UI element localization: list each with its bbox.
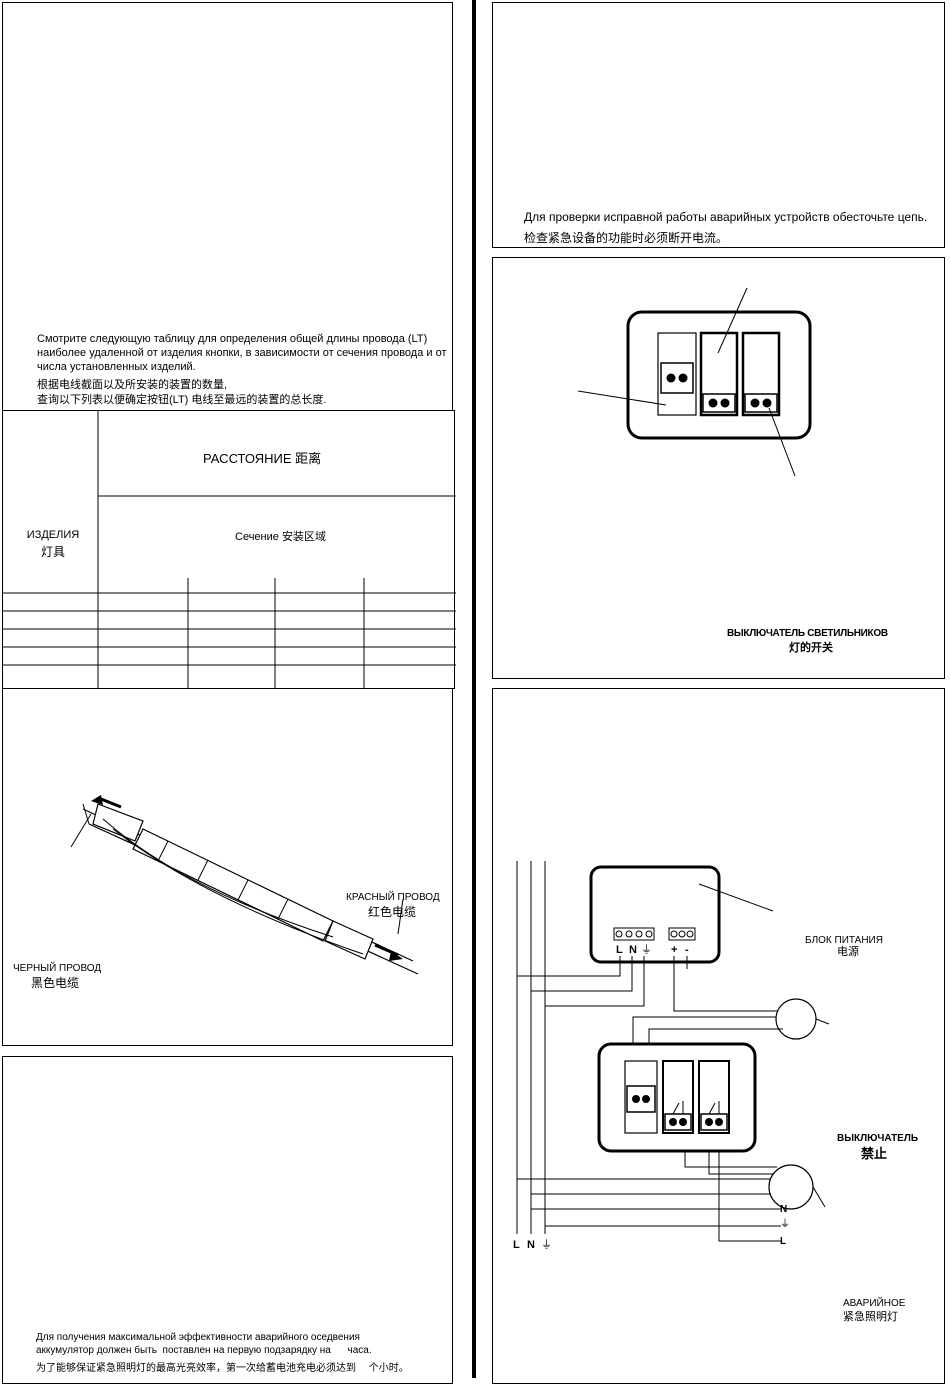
lamp-tube-illustration bbox=[70, 795, 419, 975]
wiring-illustration-panel: КРАСНЫЙ ПРОВОД 红色电缆 ЧЕРНЫЙ ПРОВОД 黑色电缆 bbox=[2, 688, 453, 1046]
switch-panel: ВЫКЛЮЧАТЕЛЬ СВЕТИЛЬНИКОВ 灯的开关 bbox=[492, 257, 945, 679]
term-l: L bbox=[616, 944, 623, 956]
wire-length-ru-3: числа установленных изделий. bbox=[37, 361, 196, 373]
black-wire-label-ru: ЧЕРНЫЙ ПРОВОД bbox=[13, 963, 102, 974]
term-minus: - bbox=[685, 944, 689, 956]
wire-length-ru-2: наиболее удаленной от изделия кнопки, в … bbox=[37, 347, 447, 359]
bus-gnd: ⏚ bbox=[780, 1219, 790, 1230]
column-divider bbox=[472, 0, 476, 1378]
switch-plate-diagram bbox=[577, 287, 812, 477]
switch-label-zh: 灯的开关 bbox=[789, 642, 833, 654]
term-plus: + bbox=[671, 944, 678, 956]
charging-ru-1: Для получения максимальной эффективности… bbox=[36, 1332, 360, 1343]
section-header: Сечение 安装区域 bbox=[235, 531, 326, 543]
test-ru: Для проверки исправной работы аварийных … bbox=[524, 210, 928, 224]
term-n: N bbox=[629, 944, 637, 956]
distance-header: РАССТОЯНИЕ 距离 bbox=[203, 451, 322, 466]
wire-length-zh-1: 根据电线截面以及所安装的装置的数量, bbox=[37, 379, 228, 391]
charging-panel: Для получения максимальной эффективности… bbox=[2, 1056, 453, 1384]
test-panel: Для проверки исправной работы аварийных … bbox=[492, 2, 945, 248]
black-wire-label-zh: 黑色电缆 bbox=[31, 976, 80, 990]
table-grid-lines bbox=[3, 411, 456, 690]
test-zh: 检查紧急设备的功能时必须断开电流。 bbox=[524, 231, 729, 245]
charging-zh-1: 为了能够保证紧急照明灯的最高光亮效率，第一次给蓄电池充电必须达到 个小时。 bbox=[36, 1363, 409, 1374]
wire-length-zh-2: 查询以下列表以便确定按钮(LT) 电线至最远的装置的总长度. bbox=[37, 394, 327, 406]
switch-label-ru: ВЫКЛЮЧАТЕЛЬ bbox=[837, 1133, 919, 1144]
term-gnd: ⏚ bbox=[641, 944, 652, 956]
products-header-zh: 灯具 bbox=[40, 545, 65, 559]
emergency-label-ru: АВАРИЙНОЕ bbox=[843, 1298, 906, 1309]
schematic-panel: L N ⏚ + - БЛОК ПИТАНИЯ 电源 ВЫКЛЮЧАТЕЛЬ 禁止… bbox=[492, 688, 945, 1384]
emergency-label-zh: 紧急照明灯 bbox=[843, 1311, 898, 1323]
bus-n: N bbox=[780, 1204, 788, 1215]
charging-ru-2: аккумулятор должен быть поставлен на пер… bbox=[36, 1345, 372, 1356]
psu-label-ru: БЛОК ПИТАНИЯ bbox=[805, 935, 883, 946]
products-header-ru: ИЗДЕЛИЯ bbox=[26, 529, 80, 541]
switch-label-zh: 禁止 bbox=[861, 1146, 888, 1161]
wire-length-panel: Смотрите следующую таблицу для определен… bbox=[2, 2, 453, 411]
length-table-panel: РАССТОЯНИЕ 距离 Сечение 安装区域 ИЗДЕЛИЯ 灯具 bbox=[2, 410, 456, 690]
bus-l: L bbox=[780, 1236, 787, 1247]
mains-l: L bbox=[513, 1239, 520, 1251]
red-wire-label-zh: 红色电缆 bbox=[368, 905, 417, 919]
wiring-schematic bbox=[516, 861, 830, 1242]
wire-length-ru-1: Смотрите следующую таблицу для определен… bbox=[37, 333, 428, 345]
mains-gnd: ⏚ bbox=[541, 1239, 552, 1251]
mains-n: N bbox=[527, 1239, 535, 1251]
switch-label-ru: ВЫКЛЮЧАТЕЛЬ СВЕТИЛЬНИКОВ bbox=[727, 628, 888, 639]
red-wire-label-ru: КРАСНЫЙ ПРОВОД bbox=[346, 892, 440, 903]
psu-label-zh: 电源 bbox=[837, 946, 859, 958]
